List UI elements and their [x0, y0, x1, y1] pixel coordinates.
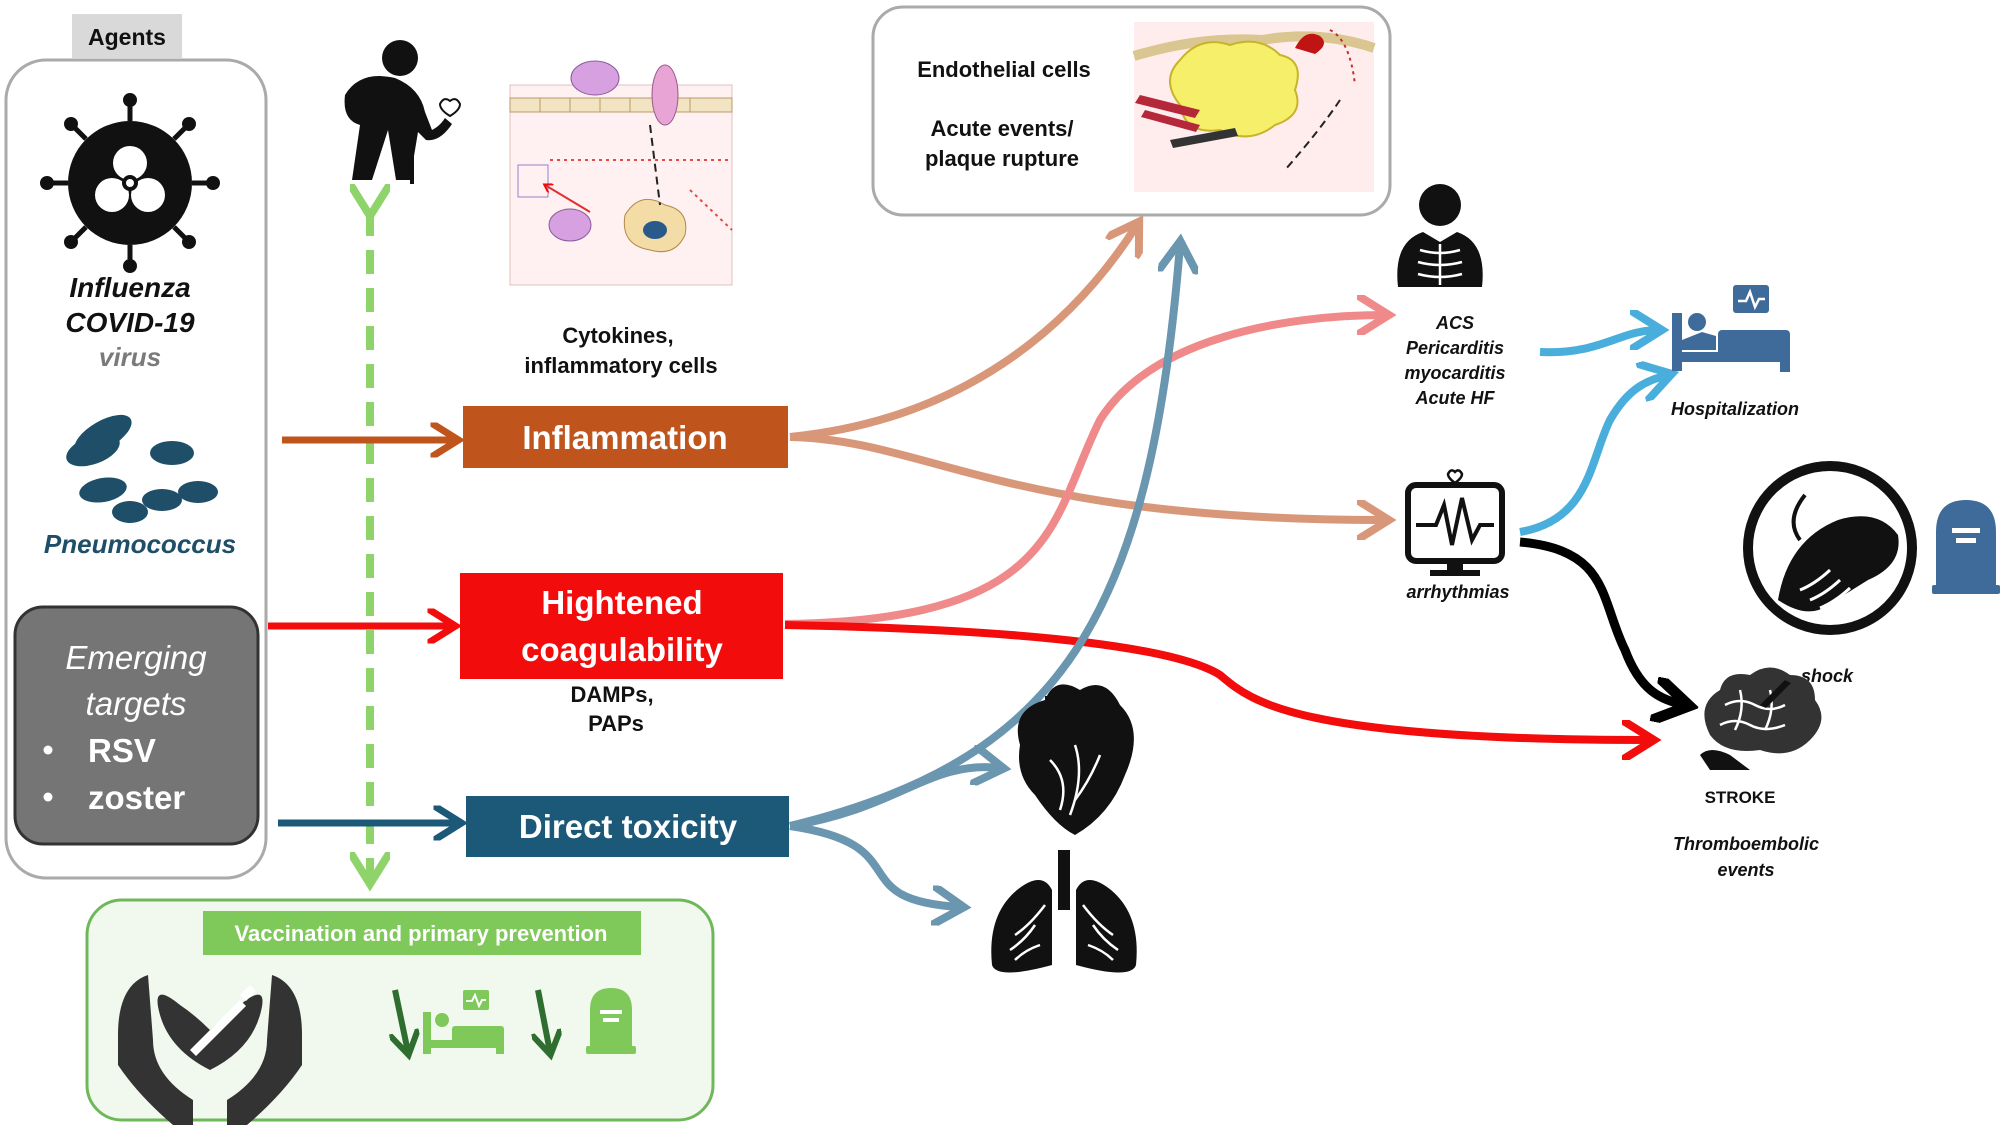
- arrow-inflammation-to-arrhythmias: [789, 433, 1385, 520]
- plaque-illustration: [1132, 22, 1376, 192]
- acute-hf-label: Acute HF: [1414, 388, 1495, 408]
- arrow-acs-to-hospitalization: [1539, 330, 1658, 357]
- agents-header-box: [72, 14, 182, 58]
- shock-label: shock: [1801, 666, 1854, 686]
- agents-panel: Agents Influenza COVID-19: [4, 14, 268, 880]
- arrow-arrhythmias-to-stroke: [1519, 537, 1685, 705]
- emerging-label-line1: Emerging: [65, 639, 207, 676]
- cytokines-illustration: [509, 60, 733, 286]
- stroke-brain-icon: [1700, 667, 1822, 770]
- emerging-item-rsv: RSV: [88, 732, 156, 769]
- arrow-coagulability-to-stroke: [784, 621, 1650, 740]
- pericarditis-label: Pericarditis: [1406, 338, 1504, 358]
- emerging-label-line2: targets: [86, 685, 187, 722]
- endothelial-box: Endothelial cells Acute events/ plaque r…: [871, 5, 1392, 217]
- vaccine-hands-heart-icon: [118, 975, 302, 1125]
- vaccination-panel: Vaccination and primary prevention: [85, 898, 715, 1125]
- pneumococcus-bacteria-icon: [66, 414, 218, 523]
- endothelial-label: Endothelial cells: [917, 57, 1091, 82]
- coagulability-box: [460, 573, 783, 679]
- bullet-icon: [43, 745, 53, 755]
- emerging-targets-box: [13, 605, 260, 846]
- chest-pain-person-icon: [1397, 184, 1483, 287]
- damps-label-line1: DAMPs,: [570, 682, 653, 707]
- acute-events-line1: Acute events/: [930, 116, 1073, 141]
- agents-header: Agents: [88, 24, 166, 50]
- pneumococcus-label: Pneumococcus: [44, 529, 236, 559]
- thromboembolic-label-line1: Thromboembolic: [1673, 834, 1819, 854]
- inflammation-box: [463, 406, 788, 468]
- arrow-inflammation-to-endothelial: [789, 225, 1137, 441]
- emerging-item-zoster: zoster: [88, 779, 185, 816]
- lungs-icon: [991, 850, 1137, 973]
- damps-label-line2: PAPs: [588, 711, 644, 736]
- arrow-arrhythmias-to-hospitalization: [1519, 375, 1668, 536]
- tombstone-icon: [1932, 500, 2000, 594]
- anatomical-heart-icon: [1017, 684, 1134, 835]
- direct-toxicity-label: Direct toxicity: [519, 808, 738, 845]
- biohazard-virus-icon: [40, 93, 220, 273]
- myocarditis-label: myocarditis: [1404, 363, 1505, 383]
- coagulability-label-line2: coagulability: [521, 631, 723, 668]
- cytokines-label-line1: Cytokines,: [562, 323, 673, 348]
- coagulability-label-line1: Hightened: [541, 584, 702, 621]
- thromboembolic-label-line2: events: [1717, 860, 1774, 880]
- down-arrow-icon: [538, 989, 550, 1052]
- covid-label: COVID-19: [65, 307, 195, 338]
- stroke-icon-label: STROKE: [1705, 788, 1776, 807]
- tombstone-icon: [586, 988, 636, 1054]
- virus-label: virus: [99, 342, 161, 372]
- hospital-bed-icon: [1672, 285, 1790, 372]
- hospitalization-label: Hospitalization: [1671, 399, 1799, 419]
- ventilated-patient-icon: [1743, 461, 1917, 635]
- acs-label: ACS: [1435, 313, 1474, 333]
- acute-events-line2: plaque rupture: [925, 146, 1079, 171]
- arrow-toxicity-to-heart: [789, 767, 1000, 830]
- hospital-bed-icon: [423, 990, 504, 1054]
- vaccination-title: Vaccination and primary prevention: [235, 921, 608, 946]
- arrow-toxicity-to-lungs: [789, 822, 960, 907]
- bullet-icon: [43, 792, 53, 802]
- arrhythmias-label: arrhythmias: [1406, 582, 1509, 602]
- elderly-person-icon: [344, 40, 462, 184]
- ecg-monitor-icon: [1405, 469, 1505, 576]
- arrow-coagulability-to-acs: [784, 315, 1385, 628]
- down-arrow-icon: [395, 989, 408, 1052]
- direct-toxicity-box: [466, 796, 789, 857]
- inflammation-label: Inflammation: [522, 419, 727, 456]
- cytokines-label-line2: inflammatory cells: [524, 353, 717, 378]
- influenza-label: Influenza: [69, 272, 190, 303]
